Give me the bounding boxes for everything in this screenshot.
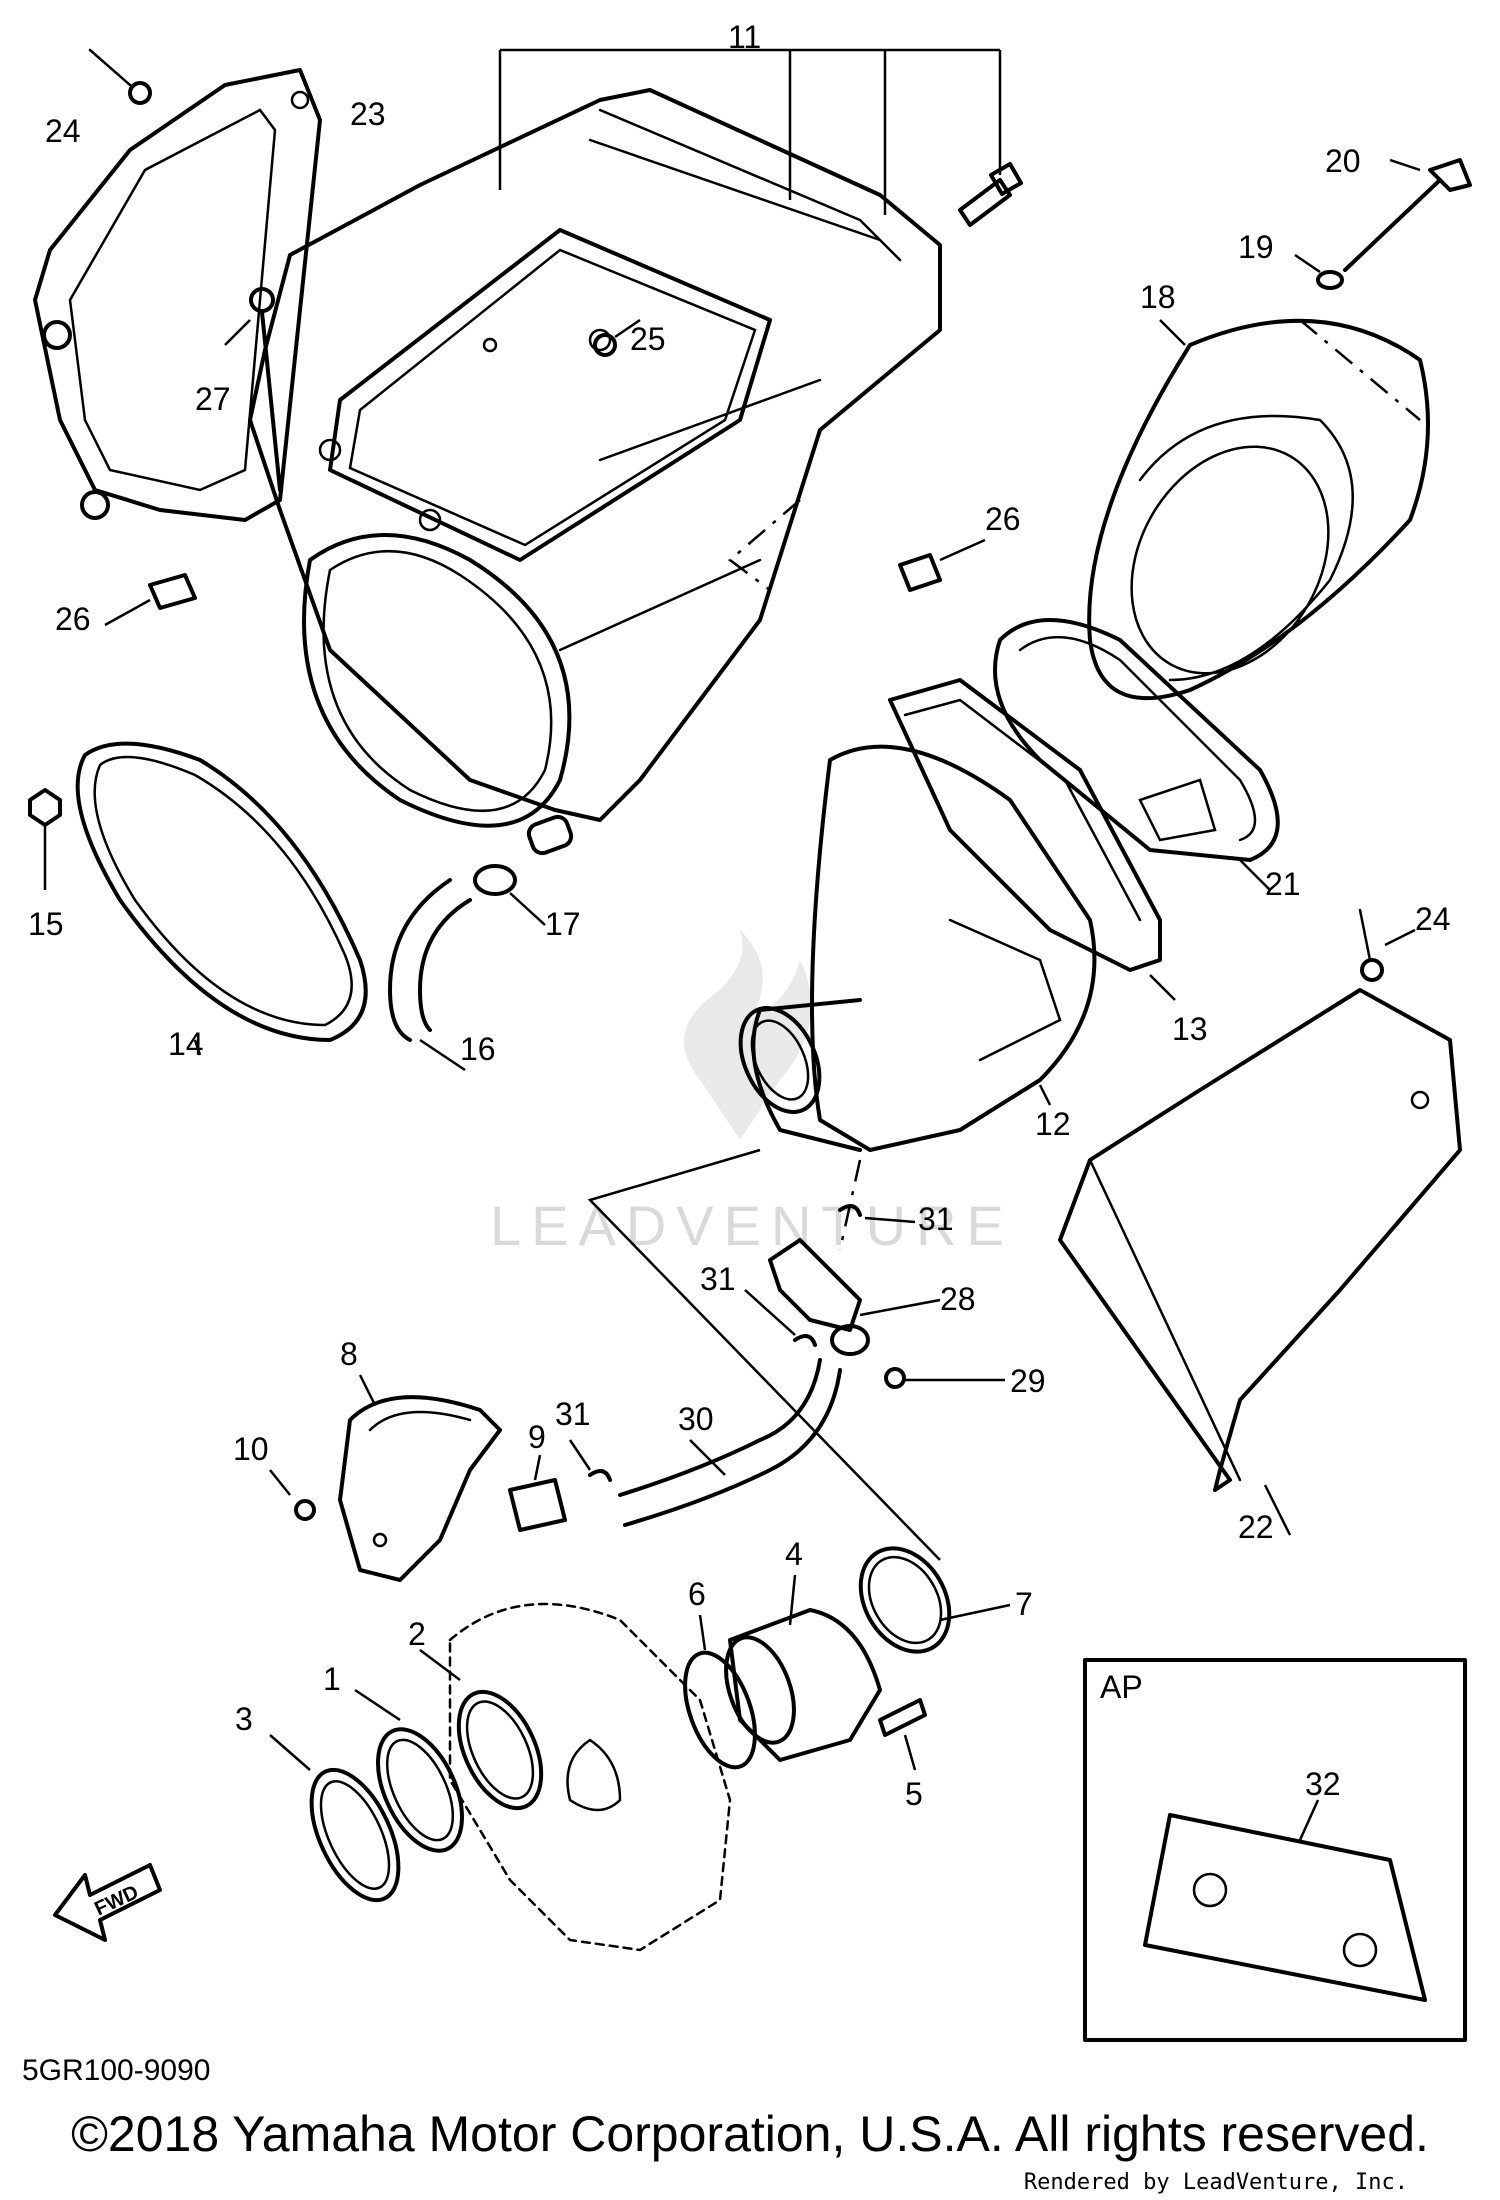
part-32-sheet [1143, 1799, 1427, 2002]
copyright-notice: ©2018 Yamaha Motor Corporation, U.S.A. A… [71, 2106, 1429, 2162]
part-26-clip-right [898, 538, 986, 592]
part-5-bolt [878, 1698, 927, 1771]
part-25-grommet [593, 318, 641, 357]
callout-17: 17 [545, 906, 581, 942]
part-31-clip-middle [744, 1289, 817, 1347]
watermark: LEADVENTURE [490, 1194, 1014, 1257]
part-31-clip-lower [568, 1439, 612, 1482]
callout-4: 4 [785, 1536, 803, 1572]
part-8-bracket [338, 1374, 502, 1582]
callout-24-top: 24 [45, 113, 81, 149]
part-4-intake-joint [724, 1574, 882, 1762]
callout-14: 14 [168, 1026, 204, 1062]
part-31-clip-upper [838, 1204, 916, 1224]
part-15-nut [28, 788, 62, 890]
rendered-by-credit: Rendered by LeadVenture, Inc. [1023, 2170, 1408, 2195]
callout-31-upper: 31 [918, 1201, 954, 1237]
part-23-side-cover [33, 68, 322, 522]
callout-19: 19 [1238, 229, 1274, 265]
callout-26-right: 26 [985, 501, 1021, 537]
part-18-filter-element [1087, 318, 1430, 701]
part-11-air-filter-case [248, 48, 1002, 828]
callout-30: 30 [678, 1401, 714, 1437]
part-28-valve [768, 1238, 941, 1356]
part-14-gasket [75, 741, 368, 1056]
callout-20: 20 [1325, 143, 1361, 179]
callout-21: 21 [1265, 866, 1301, 902]
callout-26-left: 26 [55, 601, 91, 637]
part-3-clamp [269, 1734, 401, 1903]
part-6-gasket [683, 1614, 757, 1770]
part-1-joint [354, 1688, 464, 1853]
ap-label: AP [1100, 1669, 1143, 1705]
callout-28: 28 [940, 1281, 976, 1317]
callout-3: 3 [235, 1701, 253, 1737]
engine-port [566, 1738, 622, 1812]
part-30-hose [618, 1358, 842, 1527]
drawing-code: 5GR100-9090 [22, 2054, 210, 2087]
part-2-clamp [419, 1649, 544, 1811]
part-21-filter-guide [993, 618, 1280, 891]
callout-11: 11 [728, 19, 761, 55]
guide-line-20 [1299, 319, 1421, 421]
callout-1: 1 [323, 1661, 341, 1697]
callout-24-right: 24 [1415, 901, 1451, 937]
callout-9: 9 [528, 1419, 546, 1455]
part-26-clip-left [104, 573, 197, 627]
callout-27: 27 [195, 381, 231, 417]
callout-16: 16 [460, 1031, 496, 1067]
part-20-wing-bolt [1343, 158, 1472, 272]
part-7-clamp [858, 1546, 1011, 1654]
guide-line-7 [587, 1148, 941, 1561]
fwd-arrow-icon: FWD [53, 1863, 162, 1942]
part-16-hose [388, 878, 472, 1072]
callout-23: 23 [350, 96, 386, 132]
callout-13: 13 [1172, 1011, 1208, 1047]
callout-29: 29 [1010, 1363, 1046, 1399]
guide-line-12 [728, 499, 801, 591]
part-22-side-cover [1058, 988, 1462, 1536]
callout-8: 8 [340, 1336, 358, 1372]
part-29-bolt [884, 1367, 1005, 1389]
callout-7: 7 [1015, 1586, 1033, 1622]
ap-inset: AP [1083, 1658, 1467, 2042]
guide-line-31 [838, 1159, 862, 1251]
watermark-logo [684, 930, 812, 1140]
callout-31-lower: 31 [555, 1396, 591, 1432]
callout-18: 18 [1140, 279, 1176, 315]
part-24-fastener-right [1358, 908, 1416, 982]
case-bolt-top [958, 161, 1024, 227]
callout-5: 5 [905, 1776, 923, 1812]
callout-2: 2 [408, 1616, 426, 1652]
callout-25: 25 [630, 321, 666, 357]
part-17-clamp [473, 814, 574, 926]
part-9-damper [508, 1454, 567, 1532]
part-10-bolt [269, 1469, 316, 1521]
callout-10: 10 [233, 1431, 269, 1467]
callout-15: 15 [28, 906, 64, 942]
part-13-gasket-plate [888, 678, 1176, 1001]
part-19-washer [1294, 253, 1344, 290]
callout-12: 12 [1035, 1106, 1071, 1142]
part-12-joint [738, 744, 1097, 1152]
callout-22: 22 [1238, 1509, 1274, 1545]
fwd-label: FWD [91, 1881, 142, 1920]
callout-32: 32 [1305, 1766, 1341, 1802]
engine-outline [448, 1602, 732, 1952]
callout-6: 6 [688, 1576, 706, 1612]
part-27-bolt [224, 287, 282, 492]
callout-31-middle: 31 [700, 1261, 736, 1297]
part-24-fastener-top [88, 48, 152, 105]
